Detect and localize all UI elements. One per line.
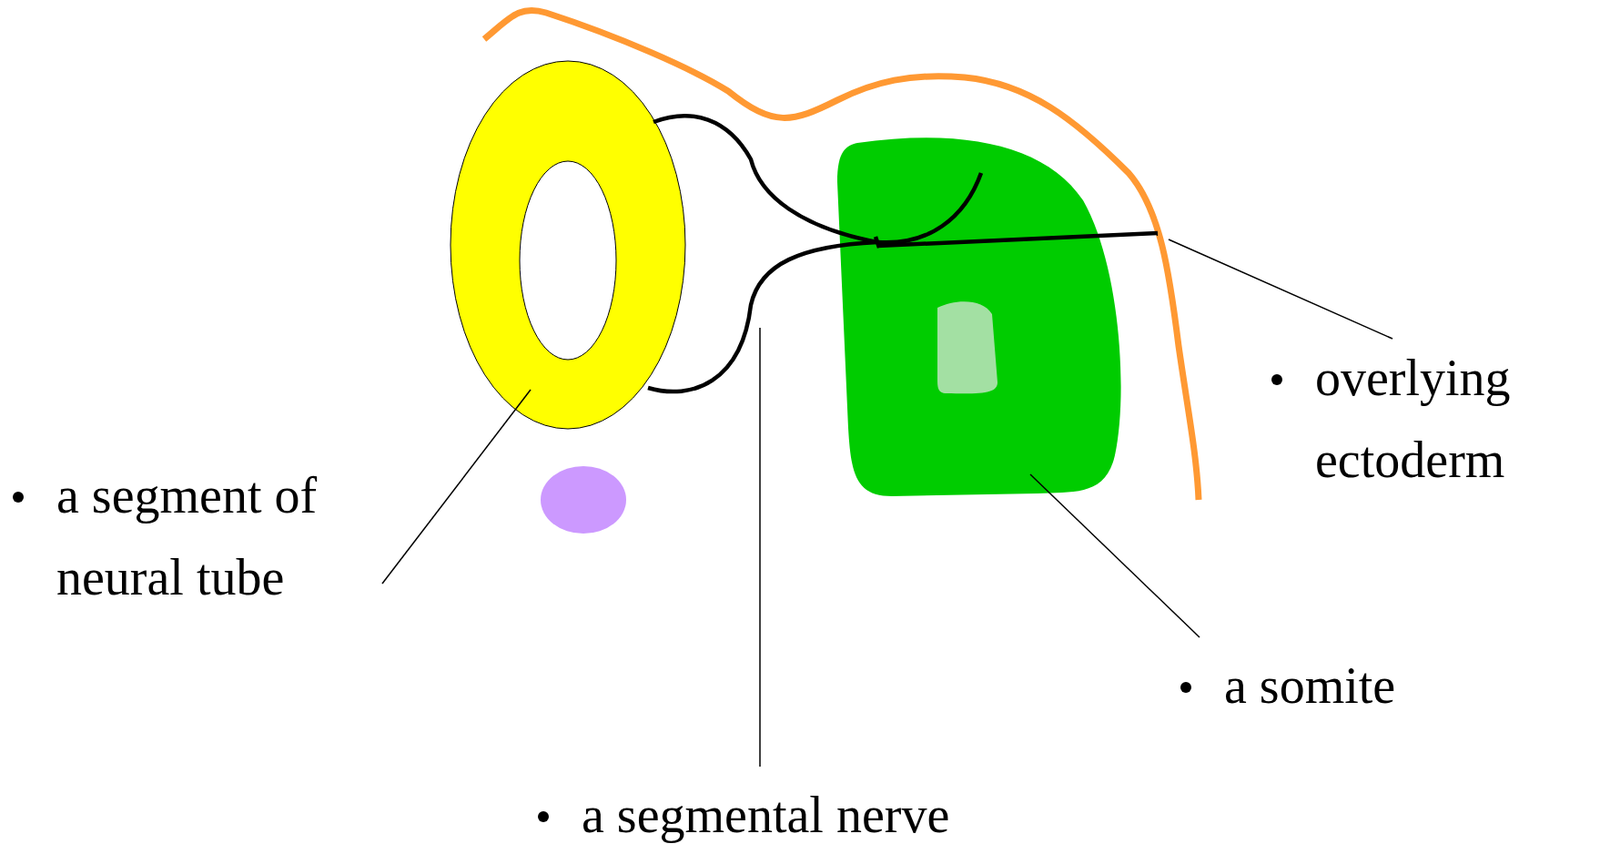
- notochord: [540, 465, 627, 534]
- ventral-root: [648, 242, 878, 392]
- leader-line: [1030, 474, 1200, 638]
- somite-cavity: [937, 301, 998, 394]
- part-label: a somite: [1224, 656, 1589, 715]
- part-label: a segment of neural tube: [56, 454, 385, 618]
- bullet-point: [12, 491, 24, 503]
- ectoderm-line: [484, 10, 1199, 500]
- nerve-branch: [877, 172, 982, 243]
- somite: [837, 137, 1122, 497]
- leader-line: [382, 389, 531, 584]
- bullet-point: [1180, 681, 1192, 693]
- dorsal-root: [653, 115, 878, 243]
- segmental-nerve: [648, 115, 1158, 392]
- neural-canal: [519, 161, 617, 360]
- part-label: overlying ectoderm: [1315, 336, 1589, 501]
- bullet-point: [537, 810, 549, 822]
- nerve-junction: [875, 236, 880, 248]
- bullet-point: [1271, 374, 1283, 385]
- leader-line: [1168, 239, 1393, 339]
- part-label: a segmental nerve: [581, 787, 1219, 842]
- leader-line: [759, 327, 761, 767]
- neural-tube: [450, 60, 686, 429]
